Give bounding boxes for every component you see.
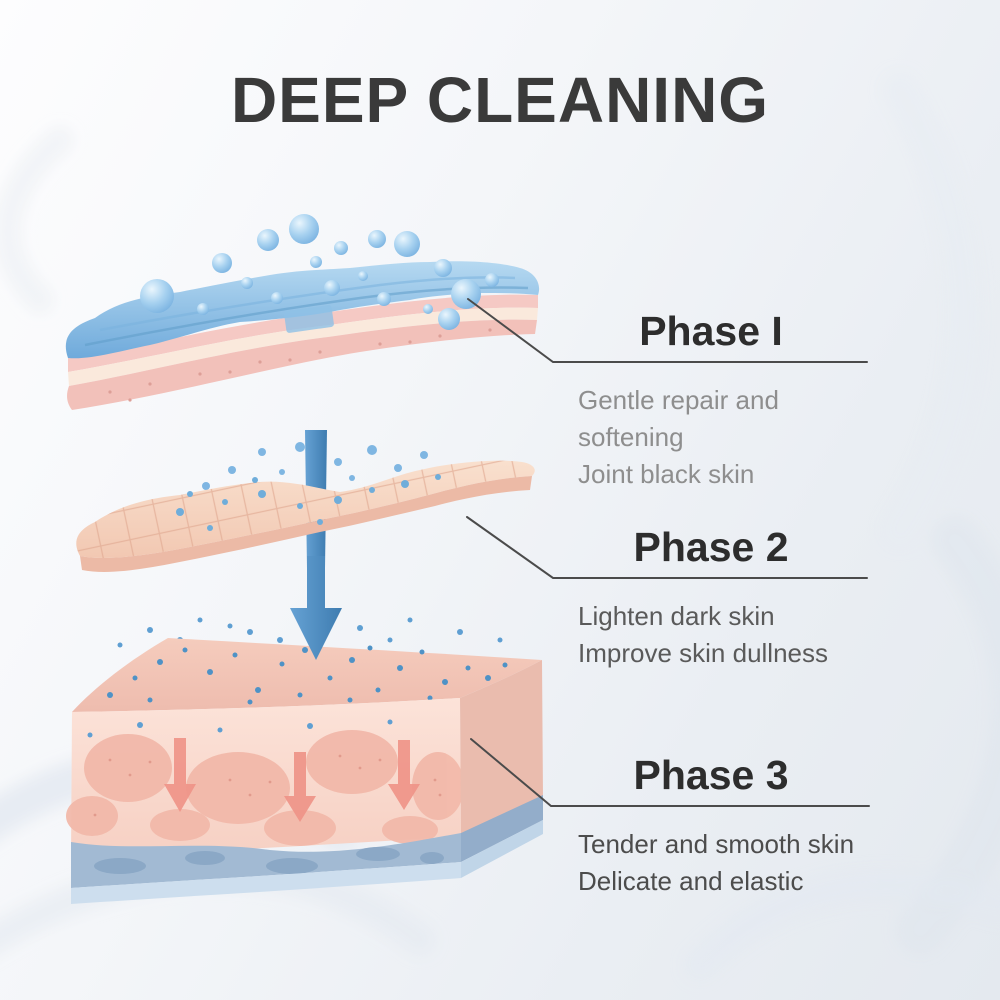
ruffle-band-light-pink [68, 294, 538, 372]
phase-3-description: Tender and smooth skin Delicate and elas… [553, 826, 869, 900]
block-tissue-blobs [66, 730, 464, 846]
block-blue-layer-side [461, 795, 543, 862]
phase-1-label: Phase I [639, 308, 783, 354]
phase-2-description: Lighten dark skin Improve skin dullness [553, 598, 869, 672]
phase-1-annotation: Phase I Gentle repair and softening Join… [553, 306, 869, 493]
phase-2-desc-line-2: Improve skin dullness [578, 638, 828, 668]
sprinkle-dots [117, 617, 503, 648]
phase-3-desc-line-1: Tender and smooth skin [578, 829, 855, 859]
phase-1-description: Gentle repair and softening Joint black … [553, 382, 869, 493]
page-title: DEEP CLEANING [230, 63, 770, 136]
callout-line-phase-2 [466, 516, 868, 579]
phase-2-label: Phase 2 [633, 524, 789, 570]
phase-1-desc-line-1: Gentle repair and softening [578, 385, 779, 452]
block-light-blue-base-front [71, 862, 461, 904]
blue-layer-blobs [94, 847, 444, 874]
absorption-arrow-icons [164, 738, 420, 822]
cleansing-bubbles [140, 214, 499, 330]
ruffle-band-pink [67, 319, 538, 410]
tissue-texture-dots [93, 754, 442, 817]
mesh-blue-dots [176, 474, 441, 531]
phase-1-skin-layer [65, 261, 540, 410]
phase-3-label: Phase 3 [633, 752, 789, 798]
callout-lines [466, 298, 870, 807]
phase-3-annotation: Phase 3 Tender and smooth skin Delicate … [553, 750, 869, 900]
phase-2-desc-line-1: Lighten dark skin [578, 601, 775, 631]
callout-line-phase-3 [470, 738, 870, 807]
callout-line-phase-1 [467, 298, 868, 363]
phase-2-annotation: Phase 2 Lighten dark skin Improve skin d… [553, 522, 869, 672]
down-arrow-icon [290, 556, 342, 660]
phase-2-mesh-layer [76, 460, 535, 572]
block-light-blue-base-side [461, 820, 543, 878]
mesh-grid-overlay [76, 460, 535, 558]
block-front-blue-dots [87, 719, 393, 738]
phase-1-desc-line-2: Joint black skin [578, 459, 755, 489]
block-right-face [460, 660, 543, 836]
phase-3-skin-block [66, 638, 543, 904]
mesh-sheet-edge [80, 476, 532, 572]
block-blue-layer-front [71, 833, 461, 888]
gel-highlight-patch [284, 305, 334, 333]
block-top-face [72, 638, 542, 712]
phase-3-desc-line-2: Delicate and elastic [578, 866, 804, 896]
block-top-blue-dots [107, 645, 508, 705]
ruffle-texture-dots [108, 328, 492, 402]
